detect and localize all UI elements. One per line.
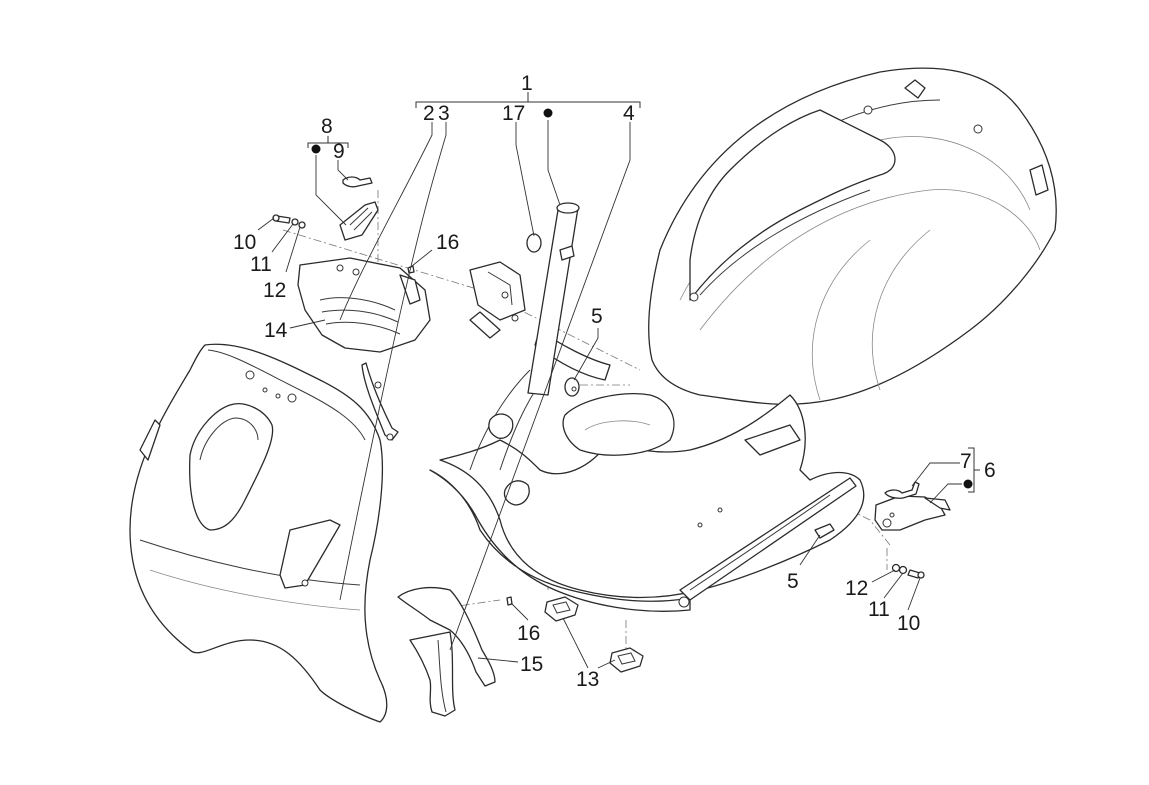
callout-15[interactable]: 15 <box>520 653 543 676</box>
callout-3[interactable]: 3 <box>438 102 450 125</box>
clip-part-9[interactable] <box>342 176 373 188</box>
spring-part-7[interactable] <box>884 481 920 499</box>
callout-5-center[interactable]: 5 <box>591 305 603 328</box>
cable-part[interactable] <box>361 362 399 441</box>
callout-11-right[interactable]: 11 <box>868 598 890 621</box>
front-shield-part[interactable] <box>129 343 388 723</box>
callout-12-left[interactable]: 12 <box>263 279 286 302</box>
leader-lines <box>257 120 962 669</box>
body-shell-part[interactable] <box>429 67 1057 612</box>
callout-5-right[interactable]: 5 <box>787 570 799 593</box>
callout-4[interactable]: 4 <box>623 102 635 125</box>
plug-part-5a[interactable] <box>564 377 580 397</box>
callout-10-left[interactable]: 10 <box>233 231 256 254</box>
group-bracket-6 <box>968 447 980 493</box>
cover-part-15[interactable] <box>397 586 496 717</box>
callout-labels: 1 2 3 17 4 8 9 10 11 12 14 16 5 7 6 5 12… <box>233 72 996 691</box>
screw-part-10b[interactable] <box>907 569 925 579</box>
callout-16-lower[interactable]: 16 <box>517 622 540 645</box>
callout-9[interactable]: 9 <box>333 140 345 163</box>
assembly-marker-dot-6 <box>963 479 973 489</box>
steering-tube-part[interactable] <box>469 202 580 396</box>
assembly-marker-dot-1 <box>543 108 553 118</box>
callout-6[interactable]: 6 <box>984 459 996 482</box>
ring-part-17[interactable] <box>526 233 542 253</box>
callout-13[interactable]: 13 <box>576 668 599 691</box>
callout-10-right[interactable]: 10 <box>897 612 920 635</box>
callout-16-upper[interactable]: 16 <box>436 231 459 254</box>
callout-12-right[interactable]: 12 <box>845 577 868 600</box>
callout-17[interactable]: 17 <box>502 102 525 125</box>
callout-2[interactable]: 2 <box>423 102 435 125</box>
callout-1[interactable]: 1 <box>521 72 533 95</box>
callout-11-left[interactable]: 11 <box>250 253 272 276</box>
assembly-marker-dot-8 <box>311 144 321 154</box>
callout-8[interactable]: 8 <box>321 115 333 138</box>
callout-14[interactable]: 14 <box>264 319 288 342</box>
washer-part-11a[interactable] <box>291 218 299 226</box>
plug-part-5b[interactable] <box>814 523 835 539</box>
callout-7[interactable]: 7 <box>960 450 972 473</box>
screw-part-10a[interactable] <box>272 214 291 224</box>
group-bracket-8 <box>307 136 349 148</box>
washer-part-11b[interactable] <box>898 565 908 575</box>
rubber-pad-part-13b[interactable] <box>609 647 644 673</box>
washer-part-12a[interactable] <box>298 221 306 229</box>
group-bracket-1 <box>415 92 641 108</box>
rubber-pad-part-13a[interactable] <box>544 596 579 622</box>
stand-bracket-part-6[interactable] <box>874 495 951 531</box>
latch-part-8[interactable] <box>339 201 379 241</box>
